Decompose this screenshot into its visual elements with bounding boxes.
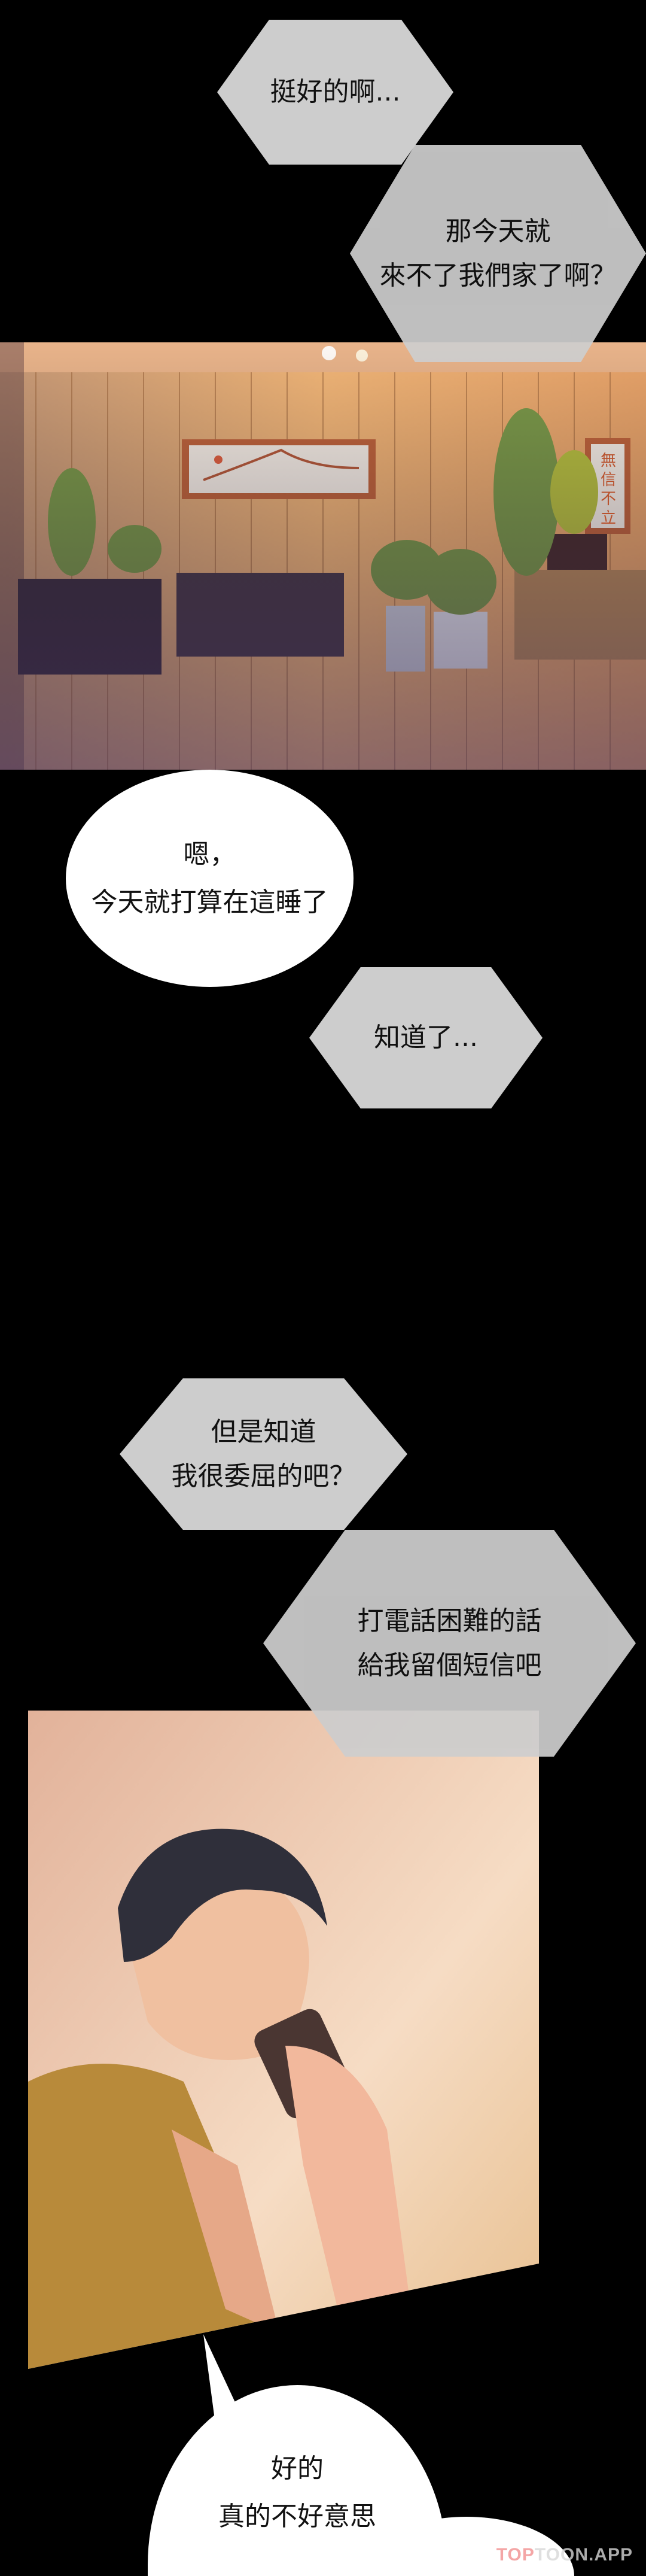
- speech-bubble-3: 嗯， 今天就打算在這睡了: [66, 770, 354, 987]
- toptoon-watermark: TOPTOON.APP: [496, 2545, 633, 2565]
- bubble-text-line: 但是知道: [211, 1416, 316, 1447]
- speech-bubble-6: 打電話困難的話 給我留個短信吧: [263, 1530, 636, 1757]
- bubble-text-line: 挺好的啊...: [270, 77, 401, 107]
- bubble-text-line: 好的: [271, 2453, 324, 2484]
- speech-bubble-5: 但是知道 我很委屈的吧？: [120, 1378, 407, 1530]
- bubble-text-line: 我很委屈的吧？: [171, 1460, 356, 1491]
- bubble-text-line: 來不了我們家了啊？: [379, 260, 617, 291]
- svg-text:無: 無: [601, 452, 616, 470]
- speech-bubble-1: 挺好的啊...: [217, 20, 453, 165]
- bubble-text-line: 知道了...: [374, 1022, 478, 1053]
- man-on-phone-illustration: [28, 1711, 539, 2369]
- phone-call-panel: [28, 1711, 539, 2369]
- bubble-text-line: 打電話困難的話: [357, 1605, 542, 1636]
- room-illustration: 無 信 不 立: [0, 342, 646, 770]
- bubble-text-line: 那今天就: [445, 215, 551, 247]
- bubble-text-line: 嗯，: [183, 839, 236, 870]
- bubble-text-line: 今天就打算在這睡了: [91, 886, 328, 918]
- room-panel: 無 信 不 立: [0, 342, 646, 770]
- scroll-calligraphy: 無 信 不 立: [601, 452, 616, 527]
- svg-text:立: 立: [601, 509, 616, 527]
- bubble-text-line: 給我留個短信吧: [357, 1650, 542, 1681]
- svg-text:信: 信: [601, 471, 616, 489]
- svg-text:不: 不: [601, 490, 616, 508]
- speech-bubble-4: 知道了...: [309, 967, 543, 1108]
- speech-bubble-2: 那今天就 來不了我們家了啊？: [350, 145, 646, 362]
- bubble-text-line: 真的不好意思: [218, 2501, 376, 2532]
